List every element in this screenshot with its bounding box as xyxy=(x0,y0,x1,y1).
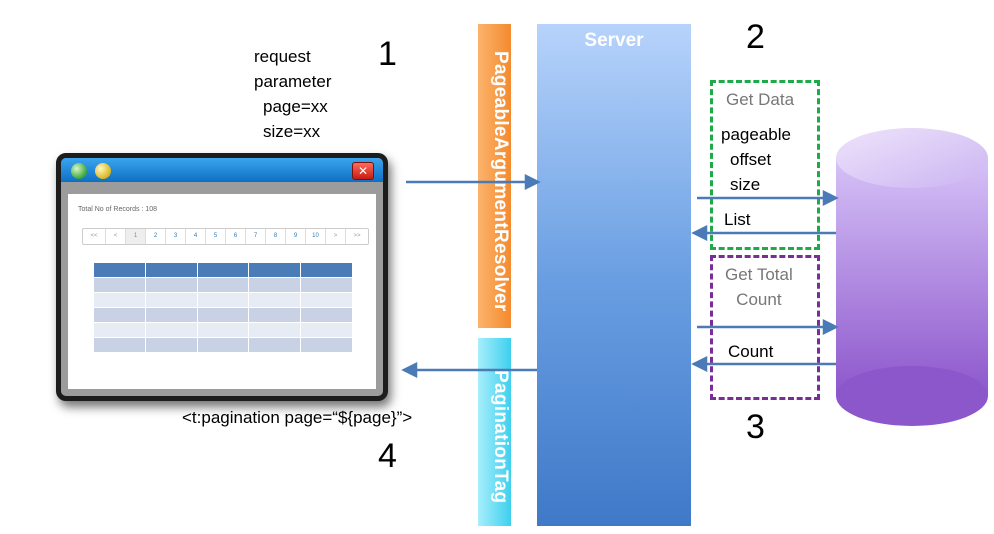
size-param-line: size=xx xyxy=(263,122,321,141)
get-data-params: pageable offset size xyxy=(721,122,791,197)
get-data-title: Get Data xyxy=(726,90,795,109)
table-row xyxy=(93,292,353,308)
table-row xyxy=(93,307,353,323)
list-result: List xyxy=(724,210,751,229)
pager-item: 7 xyxy=(246,229,266,244)
request-line: request xyxy=(254,47,311,66)
get-count-title: Get Total Count xyxy=(725,262,793,312)
browser-titlebar: ✕ xyxy=(61,158,383,182)
size-param: size xyxy=(730,175,761,194)
pager-item: 4 xyxy=(186,229,206,244)
step-4: 4 xyxy=(378,437,397,475)
count-line: Count xyxy=(736,290,782,309)
page-param-line: page=xx xyxy=(263,97,328,116)
server-block: Server xyxy=(537,24,691,526)
get-total-line: Get Total xyxy=(725,265,793,284)
get-data-box xyxy=(710,80,820,250)
pageable-param: pageable xyxy=(721,125,791,144)
parameter-line: parameter xyxy=(254,72,332,91)
pager-item: 9 xyxy=(286,229,306,244)
table-header-row xyxy=(93,262,353,278)
step-1: 1 xyxy=(378,35,397,73)
pagination-tag-usage: <t:pagination page=“${page}”> xyxy=(182,408,413,427)
close-icon: ✕ xyxy=(352,162,374,180)
pager-item: > xyxy=(326,229,346,244)
arrow-server-to-browser xyxy=(401,361,537,379)
pager-item: << xyxy=(83,229,106,244)
pager-item: < xyxy=(106,229,126,244)
pagination-tag-label: PaginationTag xyxy=(490,370,511,504)
pager-item: 5 xyxy=(206,229,226,244)
arrow-count-return xyxy=(691,355,836,373)
pager-item: 2 xyxy=(146,229,166,244)
step-3: 3 xyxy=(746,408,765,446)
pager-item: >> xyxy=(353,233,361,239)
arrow-get-data xyxy=(697,189,839,207)
pager-item: 1 xyxy=(126,229,146,244)
arrow-request-to-server xyxy=(406,173,541,191)
database-icon xyxy=(836,128,988,426)
arrow-list-return xyxy=(691,224,836,242)
step-2: 2 xyxy=(746,18,765,56)
server-title: Server xyxy=(584,30,644,51)
table-row xyxy=(93,277,353,293)
total-records-text: Total No of Records : 108 xyxy=(78,206,157,213)
pager-item: 3 xyxy=(166,229,186,244)
request-parameter-label: request parameter page=xx size=xx xyxy=(254,44,331,144)
offset-param: offset xyxy=(730,150,772,169)
arrow-get-count xyxy=(697,318,839,336)
green-orb-icon xyxy=(71,163,87,179)
pager-item: 6 xyxy=(226,229,246,244)
records-table xyxy=(93,262,353,353)
yellow-orb-icon xyxy=(95,163,111,179)
pager-item: 8 xyxy=(266,229,286,244)
table-row xyxy=(93,337,353,353)
pager-item: 10 xyxy=(306,229,326,244)
count-result: Count xyxy=(728,342,774,361)
